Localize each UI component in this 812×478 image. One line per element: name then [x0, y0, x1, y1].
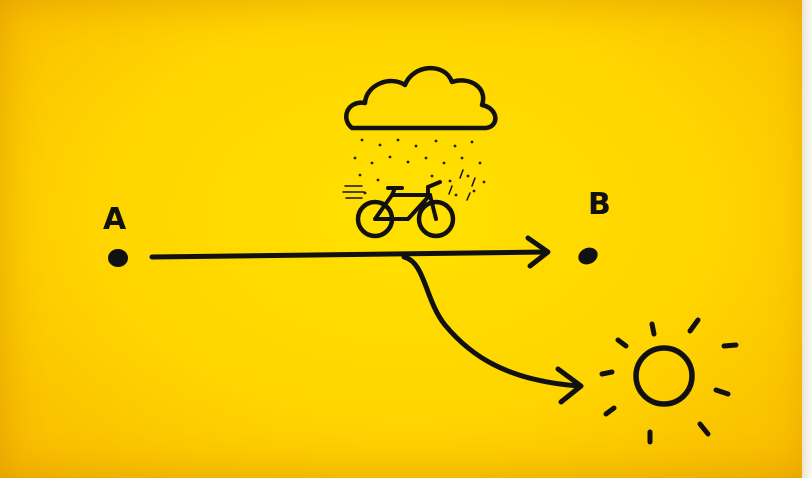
motion-lines — [342, 185, 365, 199]
point-a-dot — [108, 249, 128, 267]
background-strip — [802, 0, 812, 478]
rain-streaks — [448, 169, 476, 201]
rain-cloud-icon — [344, 65, 498, 201]
sun-rays — [599, 317, 739, 445]
direct-route-arrow — [149, 235, 551, 269]
point-b: B — [578, 187, 611, 265]
point-b-dot — [578, 247, 598, 265]
point-a-label: A — [103, 202, 127, 237]
point-b-label: B — [588, 187, 611, 222]
detour-route-arrow — [401, 254, 584, 405]
sun-icon — [599, 317, 739, 445]
bicycle-icon — [342, 180, 456, 239]
point-a: A — [103, 202, 128, 267]
rain-drops — [353, 138, 486, 197]
